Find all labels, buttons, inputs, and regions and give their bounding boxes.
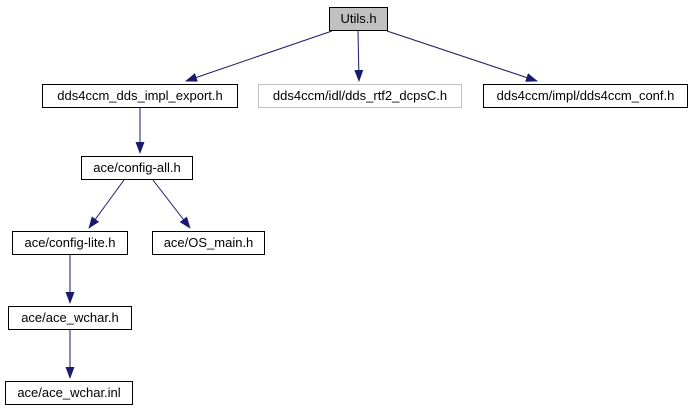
node-ace-ace-wchar-h[interactable]: ace/ace_wchar.h bbox=[8, 306, 132, 330]
edge-utils-to-impl-export bbox=[185, 30, 333, 82]
node-ace-ace-wchar-inl[interactable]: ace/ace_wchar.inl bbox=[5, 381, 133, 405]
edge-utils-to-dds-rtf2-dcpsc bbox=[354, 30, 364, 82]
edge-config-all-to-os-main bbox=[152, 179, 191, 229]
node-dds4ccm-impl-dds4ccm-conf-h[interactable]: dds4ccm/impl/dds4ccm_conf.h bbox=[483, 84, 688, 108]
node-dds4ccm-dds-impl-export-h[interactable]: dds4ccm_dds_impl_export.h bbox=[42, 84, 238, 108]
node-ace-os-main-h[interactable]: ace/OS_main.h bbox=[152, 231, 265, 255]
node-ace-config-lite-h[interactable]: ace/config-lite.h bbox=[12, 231, 128, 255]
node-utils-h: Utils.h bbox=[329, 7, 388, 31]
node-dds4ccm-idl-dds-rtf2-dcpsc-h: dds4ccm/idl/dds_rtf2_dcpsC.h bbox=[258, 84, 462, 108]
edge-utils-to-dds4ccm-conf bbox=[386, 30, 538, 82]
node-ace-config-all-h[interactable]: ace/config-all.h bbox=[81, 156, 193, 180]
edge-config-all-to-config-lite bbox=[88, 179, 125, 229]
